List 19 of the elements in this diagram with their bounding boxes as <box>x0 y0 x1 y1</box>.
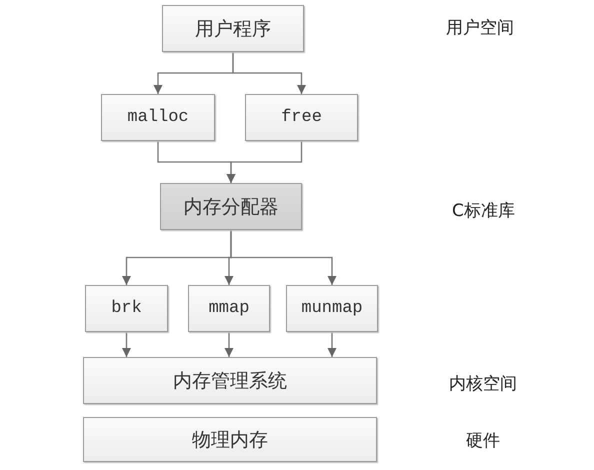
arrow <box>224 332 234 357</box>
process-box: 内存管理系统 <box>83 357 377 404</box>
arrow <box>226 141 302 183</box>
allocator-box: 内存分配器 <box>160 183 302 230</box>
process-box: mmap <box>188 285 270 332</box>
process-box: malloc <box>101 94 215 141</box>
process-box: free <box>245 94 358 141</box>
arrow <box>328 332 336 357</box>
layer-label: 内核空间 <box>449 373 517 395</box>
layer-label: C标准库 <box>452 200 515 222</box>
layer-label: 用户空间 <box>446 17 514 39</box>
layer-label: 硬件 <box>466 430 500 452</box>
arrow <box>122 332 131 357</box>
arrow <box>232 52 306 94</box>
process-box: 用户程序 <box>162 5 304 52</box>
arrow <box>230 230 336 285</box>
process-box: 物理内存 <box>83 417 377 462</box>
process-box: brk <box>85 285 168 332</box>
process-box: munmap <box>286 285 378 332</box>
